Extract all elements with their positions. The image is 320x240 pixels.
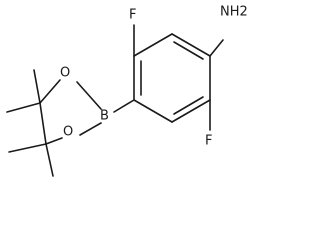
methyl-bond-4 <box>45 143 54 177</box>
bond-b-o-lower <box>79 122 102 136</box>
bond-o-upper-c <box>39 79 61 104</box>
methyl-bond-1 <box>33 69 41 104</box>
atom-label-oxygen-upper: O <box>60 66 70 81</box>
atom-label-fluorine-top: F <box>129 8 136 23</box>
double-bond-c3-c4 <box>173 96 204 115</box>
bond-c2-nh2 <box>209 39 224 57</box>
bond-c-c-ring <box>39 102 47 145</box>
bond-c1-c2 <box>171 33 211 57</box>
bond-c6-c1 <box>133 33 173 57</box>
structure-canvas: F NH2 F B O O <box>6 5 248 177</box>
pinacol-boronate-ring <box>39 79 102 145</box>
methyl-groups <box>6 69 54 177</box>
bond-c5-b <box>113 99 135 113</box>
bond-b-o-upper <box>76 81 102 110</box>
atom-label-amine: NH2 <box>220 5 248 20</box>
atom-label-oxygen-lower: O <box>63 125 73 140</box>
atom-label-boron: B <box>100 109 109 124</box>
double-bond-c1-c2 <box>173 41 204 60</box>
bond-o-lower-c <box>45 137 63 145</box>
bond-c3-c4 <box>171 99 211 123</box>
bond-c4-c5 <box>133 99 173 123</box>
methyl-bond-2 <box>6 102 41 113</box>
methyl-bond-3 <box>8 143 47 153</box>
atom-label-fluorine-bottom: F <box>205 134 212 149</box>
molecule-drawing: F NH2 F B O O <box>6 5 248 177</box>
benzene-ring <box>133 33 211 123</box>
